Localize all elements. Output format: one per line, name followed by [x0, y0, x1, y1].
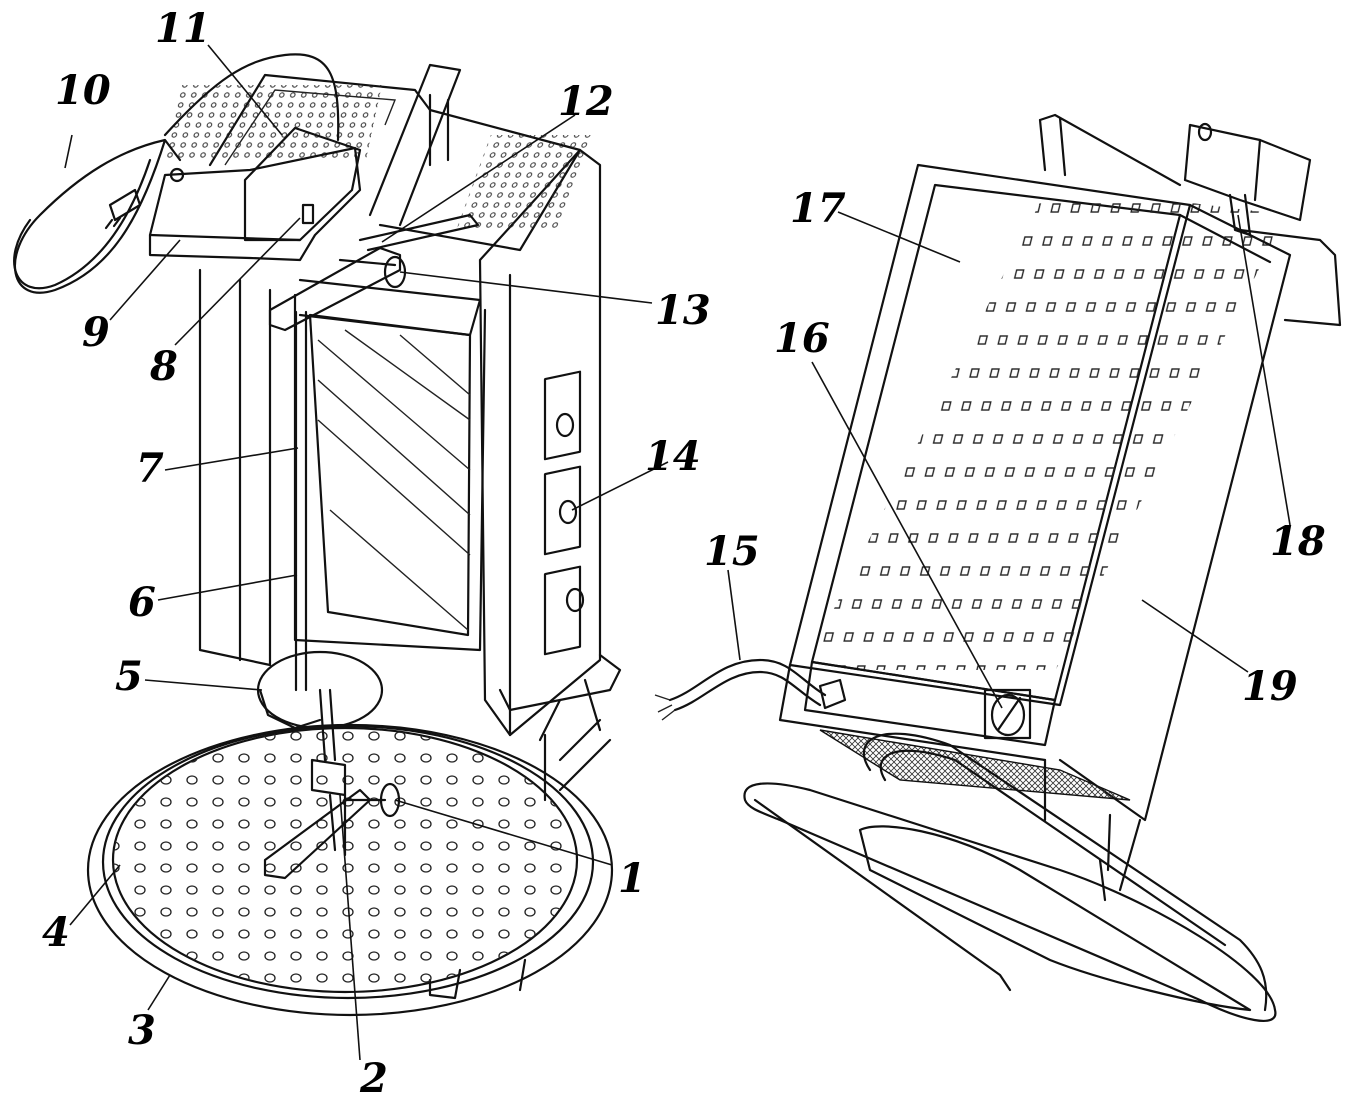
label-16: 16: [774, 315, 830, 362]
skewer: [256, 310, 401, 880]
label-12: 12: [558, 78, 614, 125]
rear-panel: [778, 163, 1294, 762]
knob-icon: [558, 499, 578, 525]
label-3: 3: [128, 1007, 156, 1054]
label-1: 1: [618, 855, 646, 902]
left-machine-front-view: [13, 53, 622, 1017]
leader-lines: [64, 44, 1291, 1061]
label-11: 11: [155, 5, 211, 52]
label-7: 7: [136, 445, 164, 492]
part-labels: 1 2 3 4 5 6 7 8 9 10 11 12 13 14 15 16 1…: [42, 5, 1326, 1101]
label-13: 13: [655, 287, 711, 334]
rear-cable: [654, 658, 827, 721]
label-19: 19: [1242, 663, 1298, 710]
label-15: 15: [704, 528, 760, 575]
label-5: 5: [115, 653, 143, 700]
rear-drip-tray: [743, 729, 1277, 1022]
label-9: 9: [82, 309, 110, 356]
knob-icon: [565, 587, 585, 613]
motor-assembly: [148, 63, 482, 337]
knob-icon: [555, 412, 575, 438]
label-17: 17: [790, 185, 846, 232]
label-2: 2: [359, 1055, 388, 1101]
label-8: 8: [149, 343, 178, 390]
label-18: 18: [1270, 518, 1326, 565]
label-10: 10: [55, 67, 111, 114]
label-4: 4: [42, 909, 70, 956]
body-housing: [165, 73, 602, 737]
label-6: 6: [128, 579, 156, 626]
drip-tray: [86, 723, 614, 1017]
power-cord: [13, 53, 340, 294]
label-14: 14: [645, 433, 701, 480]
motor-box-rear: [1038, 113, 1342, 327]
